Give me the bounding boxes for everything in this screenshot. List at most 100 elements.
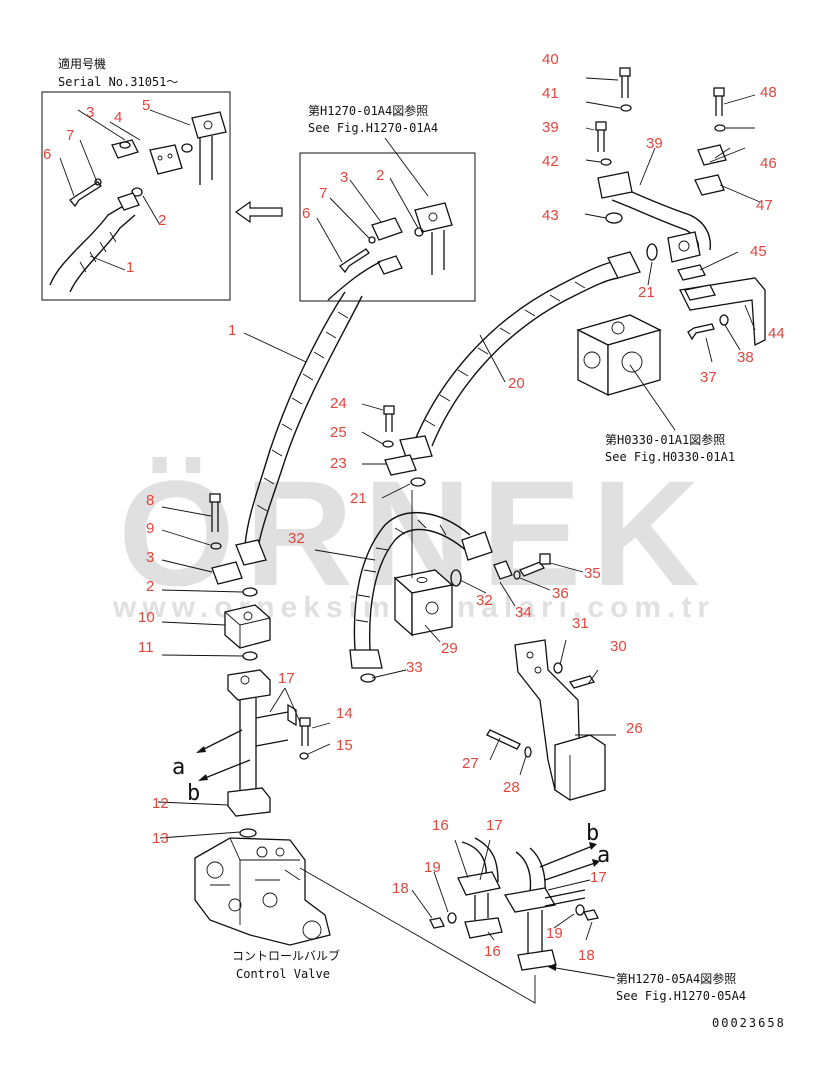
callout-23: 24 <box>330 395 347 412</box>
callout-2-b: 2 <box>376 167 384 184</box>
callout-2-main: 2 <box>146 578 154 595</box>
callout-1: 1 <box>126 259 134 276</box>
block-28 <box>393 490 454 637</box>
callout-47: 48 <box>760 84 777 101</box>
callout-36: 39 <box>646 135 663 152</box>
serial-title: 適用号機 <box>58 56 106 71</box>
inset-pipe-flange <box>191 111 227 139</box>
serial-inset-frame <box>41 91 231 301</box>
callout-27: 28 <box>503 779 520 796</box>
control-valve: コントロールバルブ Control Valve <box>194 837 536 1004</box>
label-a-right: a <box>597 843 610 868</box>
callout-8: 8 <box>146 492 154 509</box>
callout-17-c: 17 <box>590 869 607 886</box>
callout-19-left: 19 <box>424 859 441 876</box>
hose-1 <box>235 291 363 566</box>
serial-number: Serial No.31051〜 <box>58 75 178 89</box>
callout-12: 12 <box>152 795 169 812</box>
callout-35: 36 <box>552 585 569 602</box>
callout-17-b: 17 <box>486 817 503 834</box>
callout-1-main: 1 <box>228 322 236 339</box>
callout-21-top: 21 <box>638 284 655 301</box>
callout-5: 5 <box>142 97 150 114</box>
callout-3: 3 <box>86 104 94 121</box>
control-valve-label-en: Control Valve <box>236 967 330 981</box>
inset-washer <box>94 178 102 186</box>
callout-43: 37 <box>700 369 717 386</box>
inset-hose <box>49 204 126 286</box>
callout-18-right: 18 <box>578 947 595 964</box>
callout-20: 20 <box>508 375 525 392</box>
callout-numbers: 3 4 5 7 6 2 1 3 2 7 6 1 8 9 3 2 10 11 17… <box>43 51 785 964</box>
callout-34: 35 <box>584 565 601 582</box>
lower-right-assembly: b a 第H1270-05A4図参照 See Fig.H1270-05A4 <box>429 821 746 1003</box>
callout-3-main: 3 <box>146 549 154 566</box>
ports-left: a b <box>172 729 251 806</box>
callout-25: 26 <box>626 720 643 737</box>
fig-1270-01-frame <box>299 152 476 302</box>
clamps <box>211 454 513 585</box>
leader-lines <box>59 77 761 941</box>
ref-1270-01-en: See Fig.H1270-01A4 <box>308 121 438 135</box>
hose-31 <box>349 512 493 669</box>
callout-41: 44 <box>768 325 785 342</box>
callout-3-b: 3 <box>340 169 348 186</box>
callout-32-center: 32 <box>476 592 493 609</box>
callout-39-top: 41 <box>542 85 559 102</box>
callout-32-lower: 33 <box>406 659 423 676</box>
label-a-left: a <box>172 755 185 780</box>
callout-46: 47 <box>756 197 773 214</box>
callout-16-b: 16 <box>484 943 501 960</box>
callout-18-left: 18 <box>392 880 409 897</box>
callout-17-left: 17 <box>278 670 295 687</box>
callout-19-right: 19 <box>546 925 563 942</box>
bracket-25 <box>514 639 606 801</box>
callout-21-center: 21 <box>350 490 367 507</box>
callout-39: 42 <box>542 153 559 170</box>
label-b-left: b <box>187 781 200 806</box>
ref-0330-01-en: See Fig.H0330-01A1 <box>605 450 735 464</box>
bolts <box>209 67 725 750</box>
washers-orings <box>210 104 729 924</box>
callout-22: 23 <box>330 455 347 472</box>
callout-11: 11 <box>138 639 154 656</box>
ref-1270-05-en: See Fig.H1270-05A4 <box>616 989 746 1003</box>
callout-40: 43 <box>542 207 559 224</box>
inset-arrow <box>234 200 283 224</box>
callout-30: 31 <box>572 615 589 632</box>
control-valve-label-jp: コントロールバルブ <box>232 948 340 963</box>
fig-1270-01-inset: 第H1270-01A4図参照 See Fig.H1270-01A4 <box>299 103 476 302</box>
callout-29: 30 <box>610 638 627 655</box>
ref-1270-05-jp: 第H1270-05A4図参照 <box>616 971 736 986</box>
document-number: 00023658 <box>712 1016 786 1030</box>
callout-10: 10 <box>138 609 155 626</box>
callout-24: 25 <box>330 424 347 441</box>
callout-44: 38 <box>737 349 754 366</box>
callout-7-b: 7 <box>319 185 327 202</box>
callout-33: 34 <box>515 604 532 621</box>
callout-42: 45 <box>750 243 767 260</box>
callout-14: 14 <box>336 705 353 722</box>
flange-pipe-12 <box>224 604 297 817</box>
bracket-41 <box>677 264 766 347</box>
callout-13: 13 <box>152 830 169 847</box>
hose-20 <box>399 251 641 461</box>
callout-28: 29 <box>441 640 458 657</box>
serial-inset: 適用号機 Serial No.31051〜 <box>41 56 231 301</box>
pipe-36 <box>597 171 712 263</box>
clamps-45-46 <box>694 144 727 196</box>
callout-16-a: 16 <box>432 817 449 834</box>
callout-6-b: 6 <box>302 205 310 222</box>
callout-45: 46 <box>760 155 777 172</box>
ref-0330-01-jp: 第H0330-01A1図参照 <box>605 432 725 447</box>
inset-flange <box>149 144 183 175</box>
watermark: ÖRNEK www.orneksimokinalari.com.tr <box>112 449 709 624</box>
callout-38: 40 <box>542 51 559 68</box>
callout-6: 6 <box>43 146 51 163</box>
callout-26: 27 <box>462 755 479 772</box>
inset-oring <box>181 143 193 153</box>
callout-2: 2 <box>158 212 166 229</box>
inset-bolt <box>69 181 102 208</box>
callout-31: 32 <box>288 530 305 547</box>
